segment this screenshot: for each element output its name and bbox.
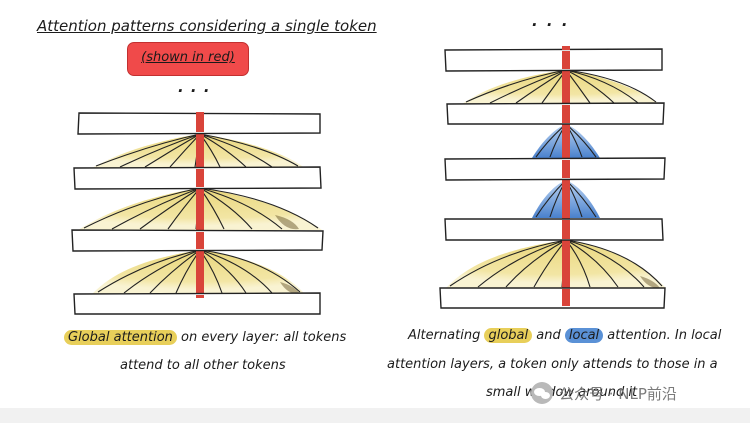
- wechat-icon: [531, 382, 553, 404]
- token-line: [196, 112, 204, 298]
- red-token-badge: (shown in red): [127, 42, 249, 76]
- left-caption-rest: on every layer: all tokens: [176, 330, 347, 345]
- layer-bar: [446, 102, 665, 125]
- watermark-text: 公众号 · NLP前沿: [559, 384, 677, 403]
- left-layer-stack: [71, 112, 324, 315]
- left-caption-line1: Global attention on every layer: all tok…: [64, 324, 346, 352]
- layer-bar: [444, 218, 664, 241]
- right-layer-stack: [439, 46, 666, 309]
- layer-bar: [439, 287, 666, 309]
- right-caption-line3: small window around it: [486, 385, 638, 400]
- global-attention-fan: [462, 69, 660, 104]
- watermark: 公众号 · NLP前沿: [531, 380, 677, 406]
- global-attention-highlight: Global attention: [64, 330, 177, 345]
- global-attention-fan: [446, 239, 666, 289]
- left-caption-line2: attend to all other tokens: [120, 358, 286, 373]
- layer-bar: [444, 157, 666, 181]
- bottom-strip: [0, 408, 750, 423]
- layer-bar: [73, 292, 321, 315]
- right-caption-line2: attention layers, a token only attends t…: [387, 357, 718, 372]
- global-highlight: global: [484, 328, 533, 343]
- right-caption-line1: Alternating global and local attention. …: [408, 322, 721, 350]
- diagram-title: Attention patterns considering a single …: [37, 17, 377, 35]
- layer-bar: [444, 48, 663, 72]
- left-ellipsis: . . .: [178, 78, 211, 96]
- right-ellipsis: . . .: [532, 12, 570, 30]
- right-caption-pre: Alternating: [408, 328, 485, 343]
- right-caption-and: and: [532, 328, 565, 343]
- right-caption-post: attention. In local: [603, 328, 722, 343]
- local-highlight: local: [564, 328, 604, 343]
- badge-label: (shown in red): [141, 50, 235, 65]
